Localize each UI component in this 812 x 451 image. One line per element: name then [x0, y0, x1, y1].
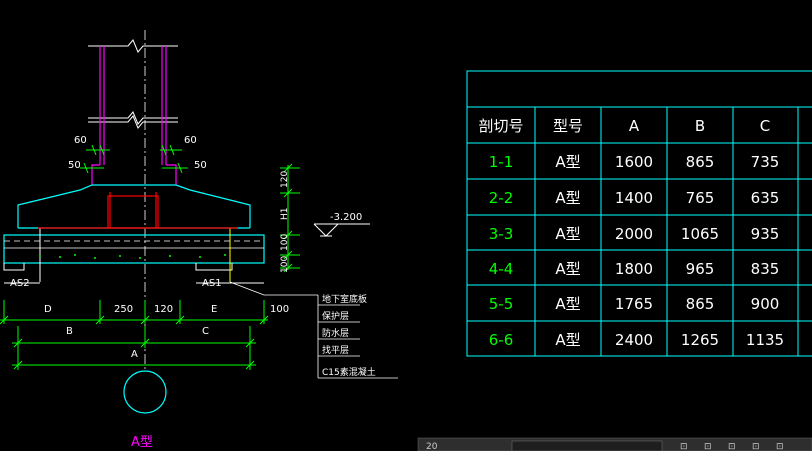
- layer-callouts: [317, 295, 398, 379]
- table-section-id: 4-4: [489, 260, 514, 278]
- dim-E: E: [211, 304, 217, 315]
- status-icon-3[interactable]: ⊡: [728, 442, 736, 451]
- table-cell: 635: [751, 189, 780, 207]
- table-section-id: 1-1: [489, 153, 514, 171]
- command-input[interactable]: [511, 440, 663, 451]
- layer-label-2: 保护层: [322, 310, 349, 322]
- table-cell: A型: [555, 225, 580, 243]
- dim-250: 250: [114, 304, 133, 315]
- layer-label-5: C15素混凝土: [322, 366, 376, 378]
- table-header-cell: B: [695, 117, 705, 135]
- layer-label-1: 地下室底板: [322, 293, 367, 305]
- table-cell: 1400: [615, 189, 653, 207]
- table-cell: 735: [751, 153, 780, 171]
- table-cell: 1065: [681, 225, 719, 243]
- layer-label-3: 防水层: [322, 327, 349, 339]
- table-cell: 935: [751, 225, 780, 243]
- footing: [3, 184, 318, 296]
- table-cell: 865: [686, 153, 715, 171]
- dim-60-right: 60: [184, 135, 197, 146]
- status-icon-2[interactable]: ⊡: [704, 442, 712, 451]
- table-header-cell: 剖切号: [478, 117, 523, 135]
- table-cell: 1800: [615, 260, 653, 278]
- dim-B: B: [66, 326, 73, 337]
- dim-100-h: 100: [270, 304, 289, 315]
- table-cell: A型: [555, 331, 580, 349]
- table-section-id: 6-6: [489, 331, 514, 349]
- rebar-cage: [38, 192, 238, 229]
- table-section-id: 3-3: [489, 225, 514, 243]
- horizontal-dims: [0, 300, 269, 370]
- table-cell: 765: [686, 189, 715, 207]
- table-cell: 1600: [615, 153, 653, 171]
- spec-table: [466, 70, 812, 357]
- vertical-dims: [280, 163, 300, 273]
- table-cell: A型: [555, 189, 580, 207]
- table-cell: 965: [686, 260, 715, 278]
- status-icon-4[interactable]: ⊡: [752, 442, 760, 451]
- dim-60-left: 60: [74, 135, 87, 146]
- table-cell: 1135: [746, 331, 784, 349]
- dim-A: A: [131, 349, 138, 360]
- dim-D: D: [44, 304, 52, 315]
- wall-dim-marks: [80, 144, 188, 174]
- dim-120-v: 120: [280, 171, 290, 188]
- elevation-label: -3.200: [330, 212, 362, 223]
- dim-100-v2: 100: [280, 256, 290, 273]
- table-cell: 2000: [615, 225, 653, 243]
- table-cell: A型: [555, 260, 580, 278]
- rebar-dots: [39, 254, 226, 259]
- table-header-cell: C: [760, 117, 770, 135]
- table-header-cell: 型号: [553, 117, 583, 135]
- table-cell: 900: [751, 295, 780, 313]
- status-text: 20: [426, 442, 438, 451]
- table-section-id: 2-2: [489, 189, 514, 207]
- dim-100-v: 100: [280, 234, 290, 251]
- table-cell: 1765: [615, 295, 653, 313]
- status-icon-5[interactable]: ⊡: [776, 442, 784, 451]
- drawing-type-label: A型: [131, 435, 153, 450]
- table-cell: 1265: [681, 331, 719, 349]
- dim-120-h: 120: [154, 304, 173, 315]
- status-icon-1[interactable]: ⊡: [680, 442, 688, 451]
- dim-50-right: 50: [194, 160, 207, 171]
- layer-label-4: 找平层: [322, 344, 349, 356]
- rebar-label-as2: AS2: [10, 278, 30, 289]
- section-symbol-circle: [123, 370, 167, 414]
- dim-h1: H1: [280, 208, 290, 221]
- table-section-id: 5-5: [489, 295, 514, 313]
- table-cell: A型: [555, 153, 580, 171]
- dim-C: C: [202, 326, 209, 337]
- dim-50-left: 50: [68, 160, 81, 171]
- elevation-marker: [313, 223, 370, 237]
- table-cell: A型: [555, 295, 580, 313]
- table-header-cell: A: [629, 117, 640, 135]
- rebar-label-as1: AS1: [202, 278, 222, 289]
- table-cell: 835: [751, 260, 780, 278]
- table-cell: 2400: [615, 331, 653, 349]
- table-cell: 865: [686, 295, 715, 313]
